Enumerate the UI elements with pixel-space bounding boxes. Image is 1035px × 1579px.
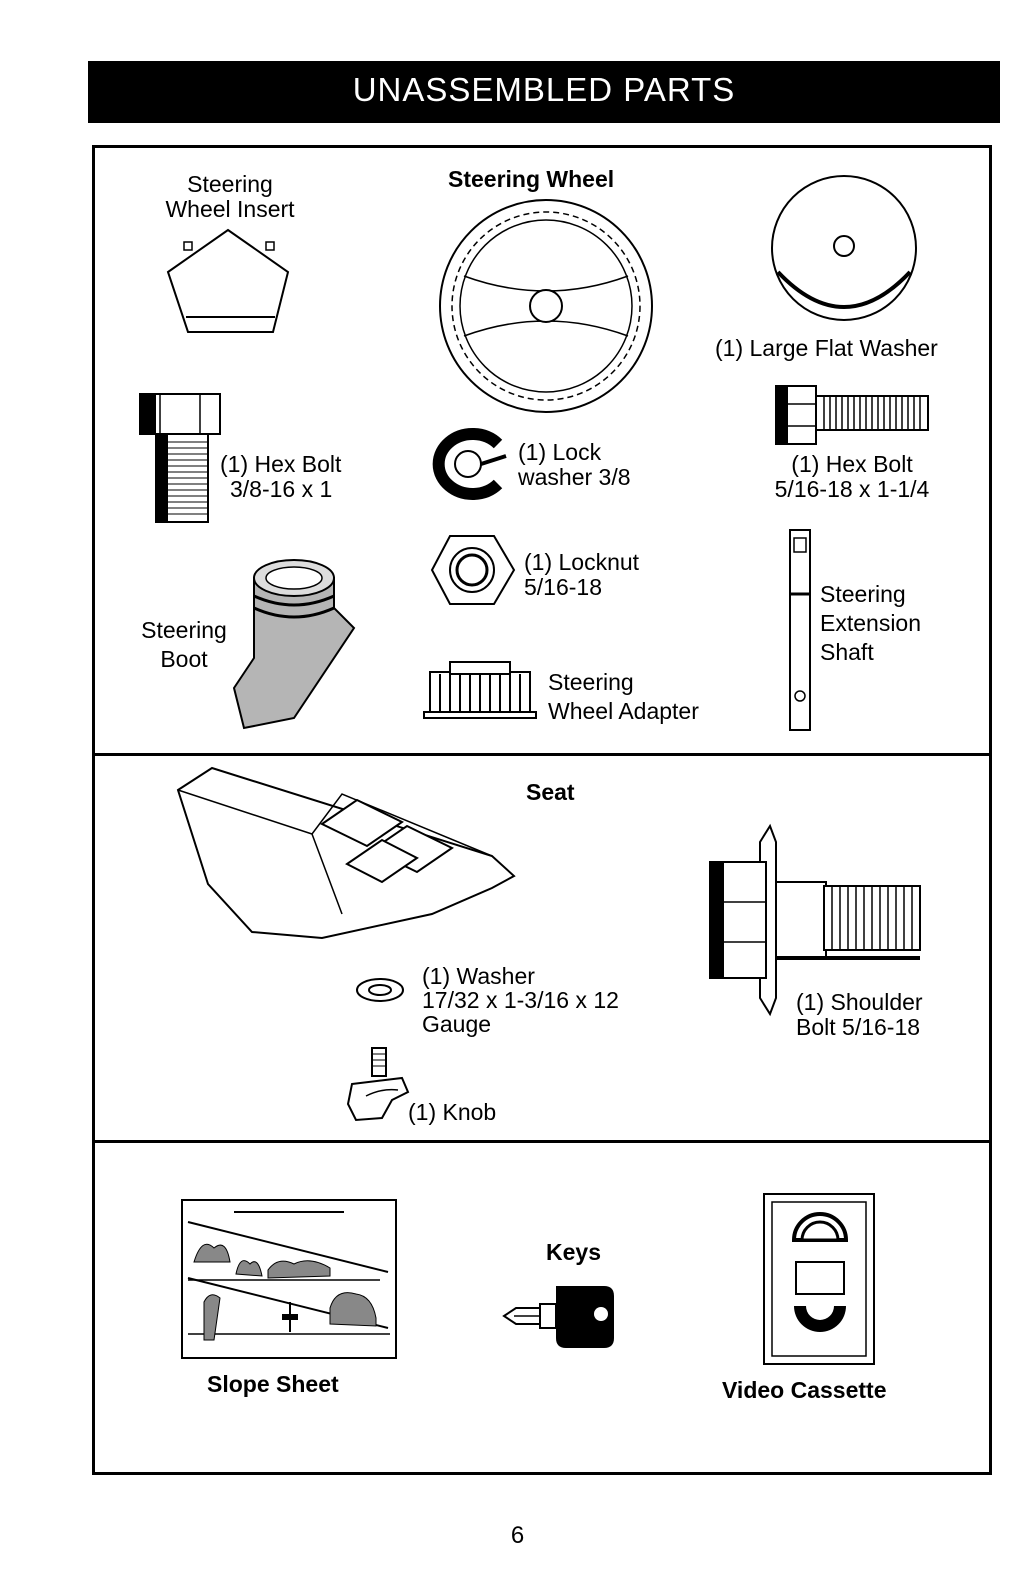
- steering-wheel-label: Steering Wheel: [448, 166, 615, 192]
- washer-illustration: [356, 978, 404, 1002]
- steering-extension-shaft-label: Steering Extension Shaft: [820, 581, 922, 665]
- hex-bolt-5-16-label: (1) Hex Bolt 5/16-18 x 1-1/4: [774, 451, 930, 502]
- banner-title: UNASSEMBLED PARTS: [352, 71, 736, 108]
- video-cassette-illustration: [763, 1193, 875, 1365]
- steering-boot-label: Steering Boot: [141, 617, 227, 672]
- knob-illustration: [346, 1047, 410, 1122]
- video-cassette-label: Video Cassette: [722, 1377, 887, 1403]
- parts-frame: [92, 145, 992, 1475]
- hex-bolt-3-8-label: (1) Hex Bolt 3/8-16 x 1: [220, 451, 342, 502]
- steering-wheel-adapter-illustration: [423, 661, 537, 719]
- large-flat-washer-label: (1) Large Flat Washer: [715, 335, 938, 361]
- section-divider-top: [92, 753, 992, 756]
- steering-wheel-adapter-label: Steering Wheel Adapter: [548, 669, 699, 724]
- section-banner: UNASSEMBLED PARTS: [88, 61, 1000, 123]
- slope-sheet-illustration: [181, 1199, 397, 1359]
- steering-extension-shaft-illustration: [789, 529, 811, 731]
- steering-wheel-illustration: [439, 199, 653, 413]
- lock-washer-illustration: [432, 428, 507, 500]
- key-icon: [502, 1286, 614, 1348]
- hex-bolt-5-16-illustration: [775, 385, 929, 445]
- hex-bolt-3-8-illustration: [139, 393, 221, 523]
- lock-washer-label: (1) Lock washer 3/8: [518, 439, 631, 490]
- shoulder-bolt-illustration: [709, 823, 921, 1017]
- steering-wheel-insert-label: Steering Wheel Insert: [165, 171, 295, 222]
- washer-label: (1) Washer 17/32 x 1-3/16 x 12 Gauge: [422, 963, 619, 1037]
- locknut-illustration: [430, 535, 516, 605]
- steering-wheel-insert-illustration: [166, 228, 290, 333]
- page-number: 6: [510, 1522, 525, 1549]
- seat-label: Seat: [526, 779, 575, 805]
- seat-illustration: [176, 766, 516, 940]
- knob-label: (1) Knob: [408, 1099, 497, 1125]
- large-flat-washer-illustration: [771, 175, 917, 321]
- section-divider-bottom: [92, 1140, 992, 1143]
- locknut-label: (1) Locknut 5/16-18: [524, 549, 640, 600]
- steering-boot-illustration: [232, 559, 356, 730]
- keys-label: Keys: [546, 1239, 601, 1265]
- slope-sheet-label: Slope Sheet: [207, 1371, 339, 1397]
- shoulder-bolt-label: (1) Shoulder Bolt 5/16-18: [796, 989, 923, 1040]
